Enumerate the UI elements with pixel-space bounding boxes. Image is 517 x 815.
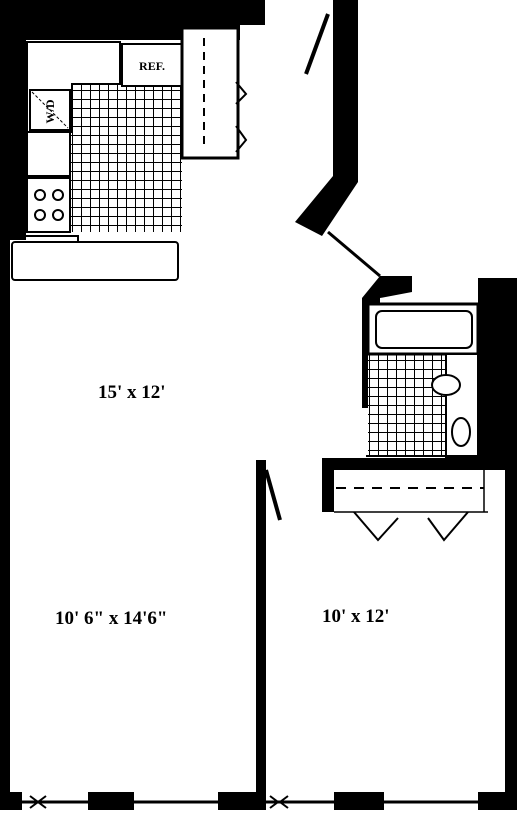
wall-kitchen-right [238, 0, 265, 25]
bedroom-door [264, 469, 282, 521]
washer-dryer-label: W/D [43, 99, 57, 124]
wall-left [0, 0, 26, 800]
entry-closet [180, 26, 240, 160]
dining-area-dimensions: 10' 6" x 14'6" [55, 608, 168, 629]
wall-bath-left [362, 276, 412, 408]
closet-door-icon [235, 125, 248, 153]
wall-closet-top [322, 458, 505, 470]
wall-upper-right [295, 0, 358, 236]
sink-icon [431, 374, 461, 396]
living-room-dimensions: 15' x 12' [98, 382, 166, 403]
wall-bedroom-left [256, 460, 266, 800]
refrigerator-label: REF. [139, 58, 165, 73]
wall-bath-right [478, 278, 500, 460]
breakfast-counter [11, 241, 179, 281]
burner-icon [52, 189, 64, 201]
kitchen-tile-floor [70, 82, 182, 232]
refrigerator [121, 43, 183, 87]
kitchen-counter-lower [26, 131, 71, 177]
bedroom-dimensions: 10' x 12' [322, 606, 390, 627]
bathroom-door [327, 230, 381, 278]
entry-door [304, 13, 330, 75]
wall-closet-left [322, 458, 334, 512]
toilet-icon [451, 417, 471, 447]
bathroom-tile-floor [368, 352, 448, 456]
burner-icon [34, 189, 46, 201]
burner-icon [52, 209, 64, 221]
wall-right [500, 278, 517, 800]
closet-door-icon [353, 511, 399, 542]
closet-door-icon [427, 511, 469, 542]
stove [26, 177, 71, 233]
burner-icon [34, 209, 46, 221]
closet-door-icon [235, 81, 248, 105]
